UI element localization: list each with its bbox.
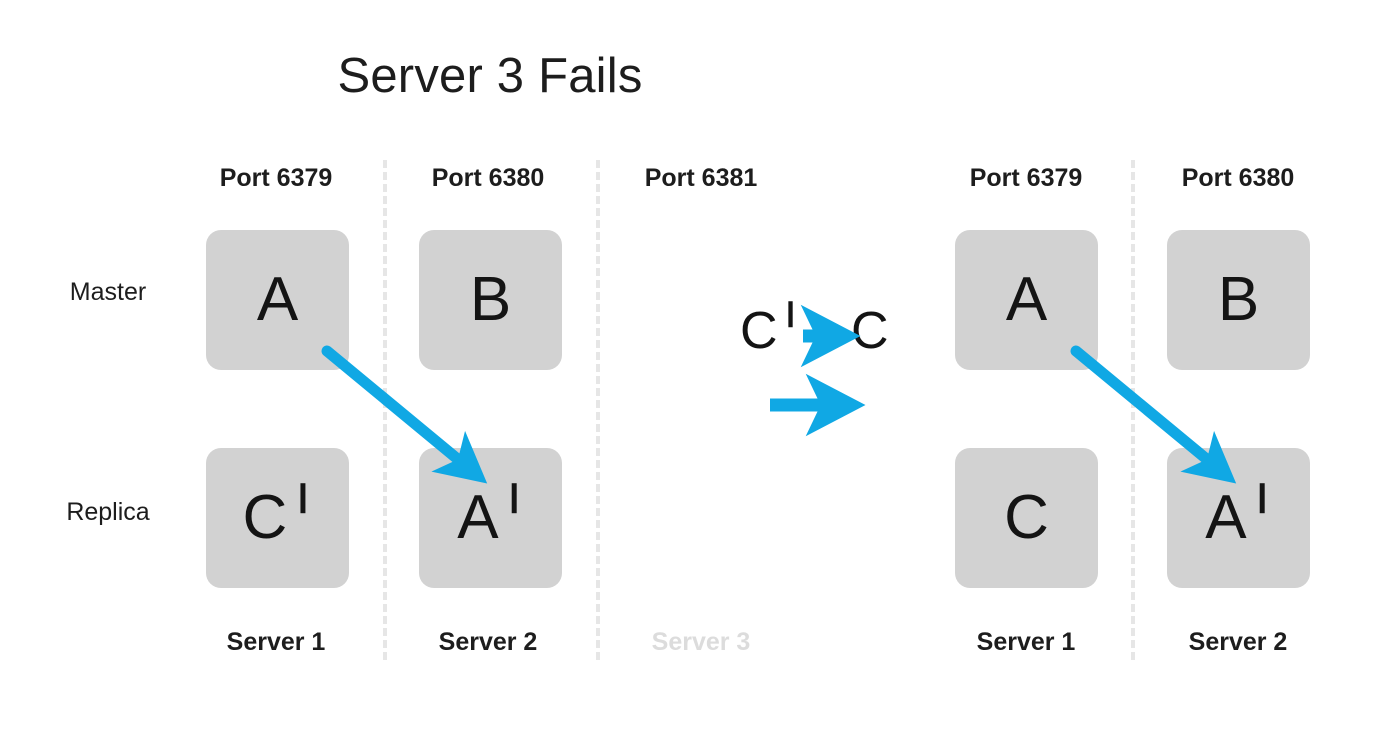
node-letter: C bbox=[1004, 483, 1049, 552]
node-left-master-server2[interactable]: B bbox=[419, 230, 562, 370]
node-right-master-server2[interactable]: B bbox=[1167, 230, 1310, 370]
server-label-right-2: Server 2 bbox=[1188, 628, 1288, 656]
node-right-replica-server2[interactable]: A❙ bbox=[1167, 448, 1310, 588]
server-label-left-1: Server 1 bbox=[226, 628, 326, 656]
node-glyph: A❙ bbox=[1205, 482, 1275, 549]
transition-source-label: C❙ bbox=[740, 299, 801, 360]
transition-from-prime: ❙ bbox=[779, 296, 802, 327]
divider-left-1 bbox=[383, 160, 387, 660]
port-label-left-2: Port 6380 bbox=[431, 164, 545, 192]
transition-target-label: C bbox=[851, 305, 889, 357]
page-title: Server 3 Fails bbox=[337, 49, 643, 103]
transition-from-letter: C bbox=[740, 302, 778, 360]
node-glyph: C bbox=[1004, 487, 1049, 549]
node-letter: A bbox=[457, 483, 499, 552]
port-label-left-1: Port 6379 bbox=[219, 164, 333, 192]
node-left-replica-server2[interactable]: A❙ bbox=[419, 448, 562, 588]
port-label-right-2: Port 6380 bbox=[1181, 164, 1295, 192]
port-label-right-1: Port 6379 bbox=[969, 164, 1083, 192]
node-glyph: B bbox=[1217, 265, 1260, 334]
node-glyph: A❙ bbox=[457, 482, 527, 549]
node-glyph: C❙ bbox=[243, 482, 316, 549]
node-glyph: B bbox=[469, 265, 512, 334]
server-label-right-1: Server 1 bbox=[976, 628, 1076, 656]
node-left-master-server1[interactable]: A bbox=[206, 230, 349, 370]
node-prime-mark: ❙ bbox=[501, 480, 527, 514]
node-letter: A bbox=[1205, 483, 1247, 552]
port-label-left-3: Port 6381 bbox=[644, 164, 758, 192]
node-prime-mark: ❙ bbox=[1249, 480, 1275, 514]
node-right-master-server1[interactable]: A bbox=[955, 230, 1098, 370]
node-left-replica-server1[interactable]: C❙ bbox=[206, 448, 349, 588]
node-glyph: A bbox=[256, 265, 299, 334]
node-right-replica-server1[interactable]: C bbox=[955, 448, 1098, 588]
transition-to-letter: C bbox=[851, 302, 889, 360]
node-prime-mark: ❙ bbox=[290, 480, 316, 514]
server-label-left-2: Server 2 bbox=[438, 628, 538, 656]
row-label-replica: Replica bbox=[66, 498, 150, 526]
node-glyph: A bbox=[1005, 265, 1048, 334]
row-label-master: Master bbox=[69, 278, 147, 306]
node-letter: C bbox=[242, 483, 288, 552]
divider-right-1 bbox=[1131, 160, 1135, 660]
divider-left-2 bbox=[596, 160, 600, 660]
server-label-left-3-failed: Server 3 bbox=[651, 628, 751, 656]
